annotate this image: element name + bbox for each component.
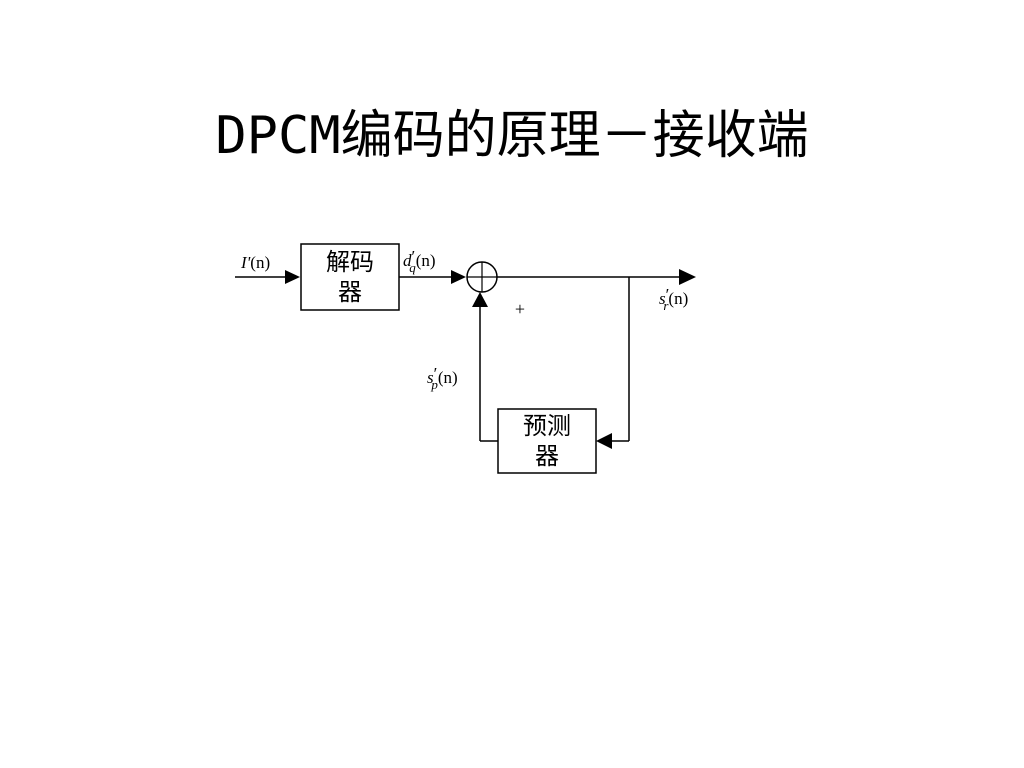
adder-plus-sign: + [515,299,525,319]
prediction-signal-label: s′p(n) [427,364,458,392]
output-signal-label: s′r(n) [659,285,688,313]
decoded-arrowhead [451,270,466,284]
input-signal-label: I'(n) [240,253,270,272]
slide-title: DPCM编码的原理－接收端 [215,106,809,166]
output-arrowhead [679,269,696,285]
predictor-label-line2: 器 [535,442,559,470]
decoder-block [300,243,400,311]
predictor-input-arrowhead [596,433,612,449]
input-arrowhead [285,270,300,284]
predictor-block [497,408,597,474]
decoded-signal-label: d′q(n) [403,247,436,275]
decoder-label-line2: 器 [338,278,362,306]
prediction-arrowhead [472,292,488,307]
decoder-label-line1: 解码 [326,248,374,276]
predictor-label-line1: 预测 [523,412,571,440]
